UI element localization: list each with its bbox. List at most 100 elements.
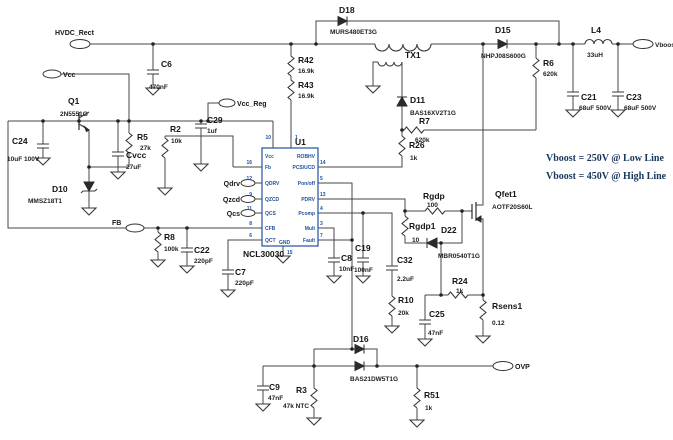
- c23-symbol: [611, 91, 625, 97]
- ground-symbol: [306, 417, 322, 426]
- pin-label-ponoff: Pon/off: [298, 181, 316, 187]
- c8-symbol: [327, 257, 341, 263]
- label-cvcc: Cvcc: [126, 150, 147, 160]
- pin-number: 3: [320, 221, 323, 227]
- value-d16: BAS21DW5T1G: [350, 376, 398, 383]
- ground-symbol: [81, 207, 97, 216]
- label-r8: R8: [164, 232, 175, 242]
- c24-symbol: [36, 143, 50, 149]
- pin-label-fault: Fault: [303, 238, 315, 244]
- r2-symbol: [161, 137, 169, 159]
- value-r51: 1k: [425, 405, 433, 412]
- value-l4: 33uH: [587, 52, 603, 59]
- value-r42: 16.9k: [298, 68, 315, 75]
- pin-label-pdrv: PDRV: [301, 197, 315, 203]
- cvcc-symbol: [111, 151, 125, 157]
- port-label-qzcd: Qzcd: [223, 197, 240, 204]
- d22-symbol: [426, 237, 438, 249]
- ic-body: [261, 147, 319, 247]
- label-c8: C8: [341, 253, 352, 263]
- d18-symbol: [337, 15, 348, 27]
- port-fb: [125, 223, 145, 233]
- port-hvdc-rect: [69, 39, 91, 49]
- c7-symbol: [221, 269, 235, 275]
- r8-symbol: [154, 231, 162, 253]
- port-vcc-reg: [218, 98, 236, 108]
- ground-symbol: [610, 109, 626, 118]
- tx1-primary-coil: [374, 43, 432, 52]
- r3-symbol: [310, 387, 318, 409]
- ground-symbol: [355, 275, 371, 284]
- annotation-high-line: Vboost = 450V @ High Line: [546, 171, 667, 182]
- label-r51: R51: [424, 390, 440, 400]
- label-r6: R6: [543, 58, 554, 68]
- label-d22: D22: [441, 225, 457, 235]
- port-label-fb: FB: [112, 220, 121, 227]
- ground-symbol: [417, 338, 433, 347]
- rgdp1-symbol: [401, 215, 409, 237]
- label-d18: D18: [339, 5, 355, 15]
- pin-label-qdrv: QDRV: [265, 181, 280, 187]
- pin-label-qzcd: QZCD: [265, 197, 280, 203]
- label-c9: C9: [269, 382, 280, 392]
- pin-number: 12: [246, 176, 252, 182]
- pin-label-gnd: GND: [279, 240, 291, 246]
- label-c6: C6: [161, 59, 172, 69]
- ground-symbol: [110, 171, 126, 180]
- value-c8: 10nF: [339, 266, 354, 273]
- pin-label-qct: QCT: [265, 238, 276, 244]
- port-label-vcc: Vcc: [63, 72, 76, 79]
- value-r6: 620k: [543, 71, 558, 78]
- value-r24: 1k: [456, 288, 464, 295]
- c25-symbol: [418, 319, 432, 325]
- label-d11: D11: [410, 95, 425, 105]
- ic-ref: U1: [295, 137, 306, 147]
- r43-symbol: [287, 79, 295, 101]
- value-d18: MURS480ET3G: [330, 29, 377, 36]
- port-label-ovp: OVP: [515, 364, 530, 371]
- label-r10: R10: [398, 295, 414, 305]
- port-vcc: [42, 69, 62, 79]
- label-r24: R24: [452, 276, 468, 286]
- r7-symbol: [403, 126, 425, 134]
- ground-symbol: [365, 85, 381, 94]
- value-c32: 2.2uF: [397, 276, 414, 283]
- value-c19: 100nF: [354, 267, 373, 274]
- pin-number: 14: [320, 160, 326, 166]
- label-r42: R42: [298, 55, 314, 65]
- qfet1-mosfet-symbol: [471, 202, 482, 223]
- pin-label-vcc: Vcc: [265, 154, 274, 160]
- label-r5: R5: [137, 132, 148, 142]
- label-tx1: TX1: [405, 50, 421, 60]
- value-d22: MBR0540T1G: [438, 253, 480, 260]
- pin-number: 8: [249, 221, 252, 227]
- annotation-low-line: Vboost = 250V @ Low Line: [546, 153, 664, 164]
- r6-symbol: [532, 57, 540, 79]
- ground-symbol: [220, 289, 236, 298]
- label-r3: R3: [296, 385, 307, 395]
- label-r43: R43: [298, 80, 314, 90]
- value-c24: 10uF 100V: [7, 156, 40, 163]
- r51-symbol: [413, 387, 421, 409]
- label-rgdp1: Rgdp1: [409, 221, 436, 231]
- value-r43: 16.9k: [298, 93, 315, 100]
- value-rsens1: 0.12: [492, 320, 505, 327]
- ground-symbol: [409, 419, 425, 428]
- port-label-qdrv: Qdrv: [224, 181, 240, 188]
- label-c25: C25: [429, 309, 445, 319]
- c32-symbol: [385, 265, 399, 271]
- r26-symbol: [398, 135, 406, 157]
- value-c29: 1uf: [207, 128, 218, 135]
- label-c7: C7: [235, 267, 246, 277]
- component-symbols: [35, 15, 626, 428]
- label-c29: C29: [207, 115, 223, 125]
- port-qcs: [240, 209, 256, 217]
- d15-symbol: [497, 38, 508, 50]
- label-q1: Q1: [68, 96, 80, 106]
- pin-number: 1: [295, 135, 298, 141]
- rsens1-symbol: [479, 299, 487, 321]
- label-l4: L4: [591, 25, 601, 35]
- label-c24: C24: [12, 136, 28, 146]
- junction-dots: [41, 42, 620, 368]
- port-label-hvdc: HVDC_Rect: [55, 30, 95, 37]
